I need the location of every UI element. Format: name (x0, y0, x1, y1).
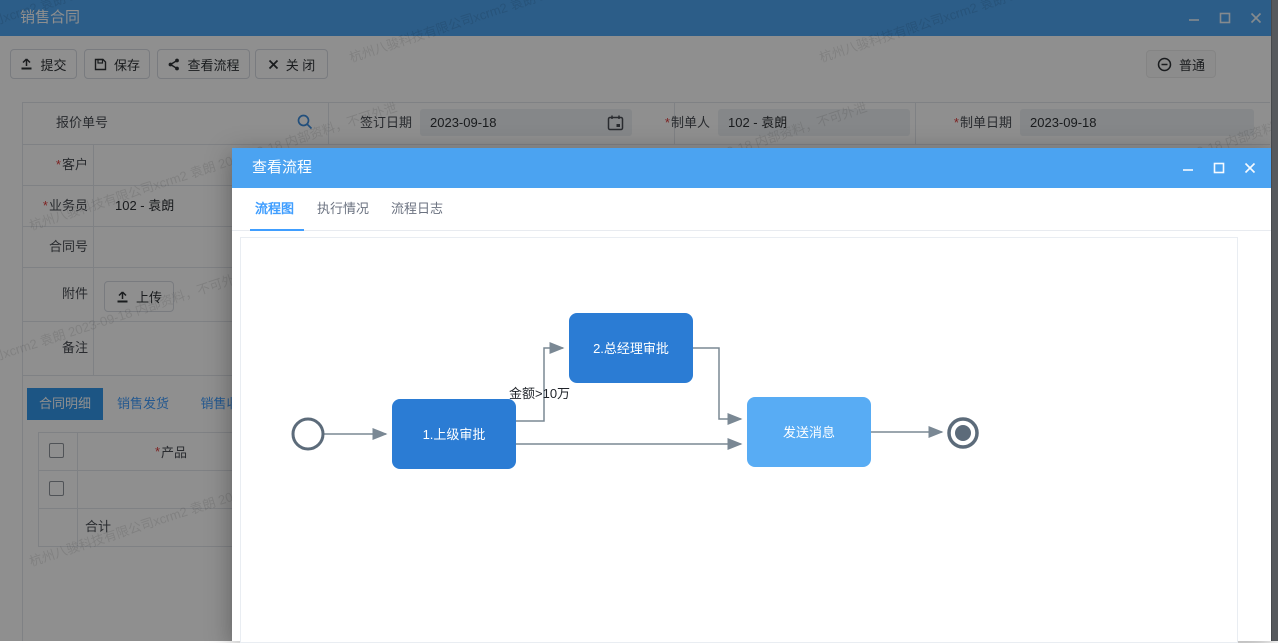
minimize-icon[interactable] (1187, 12, 1200, 25)
form-border (22, 226, 232, 227)
salesman-value: 102 - 袁朗 (115, 198, 175, 213)
modal-titlebar: 查看流程 (232, 148, 1272, 188)
flow-node-step1-label: 1.上级审批 (423, 427, 486, 442)
product-column-header: *产品 (154, 443, 188, 460)
quote-no-label: 报价单号 (55, 115, 108, 130)
form-border (328, 102, 329, 144)
close-icon[interactable] (1249, 12, 1262, 25)
x-icon (268, 59, 279, 70)
calendar-icon[interactable] (607, 114, 624, 131)
flow-edge-label: 金额>10万 (509, 386, 570, 401)
sign-date-value: 2023-09-18 (430, 115, 497, 130)
modal-title: 查看流程 (252, 159, 313, 176)
submit-button-label: 提交 (40, 57, 67, 73)
form-border (22, 321, 232, 322)
flow-node-send (747, 397, 871, 467)
sign-date-label: 签订日期 (359, 115, 412, 130)
sign-date-field[interactable]: 2023-09-18 (420, 109, 632, 136)
flow-node-send-label: 发送消息 (783, 425, 835, 440)
flow-node-start (291, 417, 325, 451)
modal-minimize-icon[interactable] (1181, 162, 1194, 175)
maker-field[interactable]: 102 - 袁朗 (718, 109, 910, 136)
save-button-label: 保存 (113, 57, 140, 73)
attachment-label: 附件 (61, 286, 88, 301)
save-icon (94, 58, 107, 71)
form-border (22, 102, 1270, 103)
tabbar-divider (232, 230, 1272, 231)
view-process-modal: 查看流程 流程图 执行情况 流程日志 (232, 148, 1272, 643)
form-border (22, 185, 232, 186)
close-form-button[interactable]: 关 闭 (255, 49, 328, 79)
row-checkbox[interactable] (49, 481, 64, 496)
make-date-field[interactable]: 2023-09-18 (1020, 109, 1254, 136)
maximize-icon[interactable] (1218, 12, 1231, 25)
flowchart-svg: 金额>10万 1.上级审批 2.总经理审批 发送消息 (291, 313, 979, 469)
share-icon (167, 58, 180, 71)
remark-label: 备注 (61, 340, 88, 355)
salesman-label: *业务员 (42, 198, 88, 213)
select-all-checkbox[interactable] (49, 443, 64, 458)
search-icon[interactable] (296, 113, 314, 131)
form-border (22, 267, 232, 268)
flow-node-step2 (569, 313, 693, 383)
submit-button[interactable]: 提交 (10, 49, 77, 79)
make-date-value: 2023-09-18 (1030, 115, 1097, 130)
table-border (38, 432, 39, 546)
tab-sales-receipt[interactable]: 销售收 (200, 396, 240, 411)
view-process-button[interactable]: 查看流程 (157, 49, 250, 79)
tab-flow-chart[interactable]: 流程图 (255, 201, 295, 216)
form-border (93, 144, 94, 375)
flowchart-canvas: 金额>10万 1.上级审批 2.总经理审批 发送消息 (240, 237, 1238, 643)
save-button[interactable]: 保存 (84, 49, 150, 79)
total-label: 合计 (85, 519, 112, 534)
minus-circle-icon (1157, 57, 1172, 72)
contract-no-label: 合同号 (48, 239, 88, 254)
tab-process-log[interactable]: 流程日志 (391, 201, 444, 216)
flow-node-step1 (392, 399, 516, 469)
maker-label: *制单人 (664, 115, 710, 130)
close-form-button-label: 关 闭 (285, 57, 316, 73)
window-title: 销售合同 (20, 9, 81, 26)
table-border (77, 432, 78, 546)
modal-close-icon[interactable] (1243, 162, 1256, 175)
form-border (674, 102, 675, 144)
flow-node-end-inner (955, 425, 971, 441)
flow-edge-step2-send (693, 347, 743, 425)
vertical-scrollbar[interactable] (1271, 0, 1278, 641)
form-border (22, 375, 232, 376)
customer-label: *客户 (55, 157, 88, 172)
upload-icon (20, 58, 33, 70)
flow-node-step2-label: 2.总经理审批 (593, 341, 669, 356)
main-window-titlebar: 销售合同 (0, 0, 1278, 36)
upload-button[interactable]: 上传 (104, 281, 174, 312)
quote-number-input[interactable] (116, 109, 292, 136)
form-border (22, 144, 1270, 145)
view-process-button-label: 查看流程 (187, 57, 240, 73)
active-tab-underline (250, 229, 304, 231)
priority-selector[interactable]: 普通 (1146, 50, 1216, 78)
tab-execution-status[interactable]: 执行情况 (317, 201, 370, 216)
upload-icon (116, 290, 129, 303)
form-border (915, 102, 916, 144)
tab-contract-detail[interactable]: 合同明细 (27, 388, 103, 420)
form-border (22, 102, 23, 641)
upload-button-label: 上传 (135, 290, 162, 305)
modal-maximize-icon[interactable] (1212, 162, 1225, 175)
flow-edge-step1-step2 (516, 342, 565, 422)
make-date-label: *制单日期 (953, 115, 1012, 130)
priority-label: 普通 (1178, 57, 1205, 73)
tab-sales-delivery[interactable]: 销售发货 (116, 396, 169, 411)
maker-value: 102 - 袁朗 (728, 115, 788, 130)
